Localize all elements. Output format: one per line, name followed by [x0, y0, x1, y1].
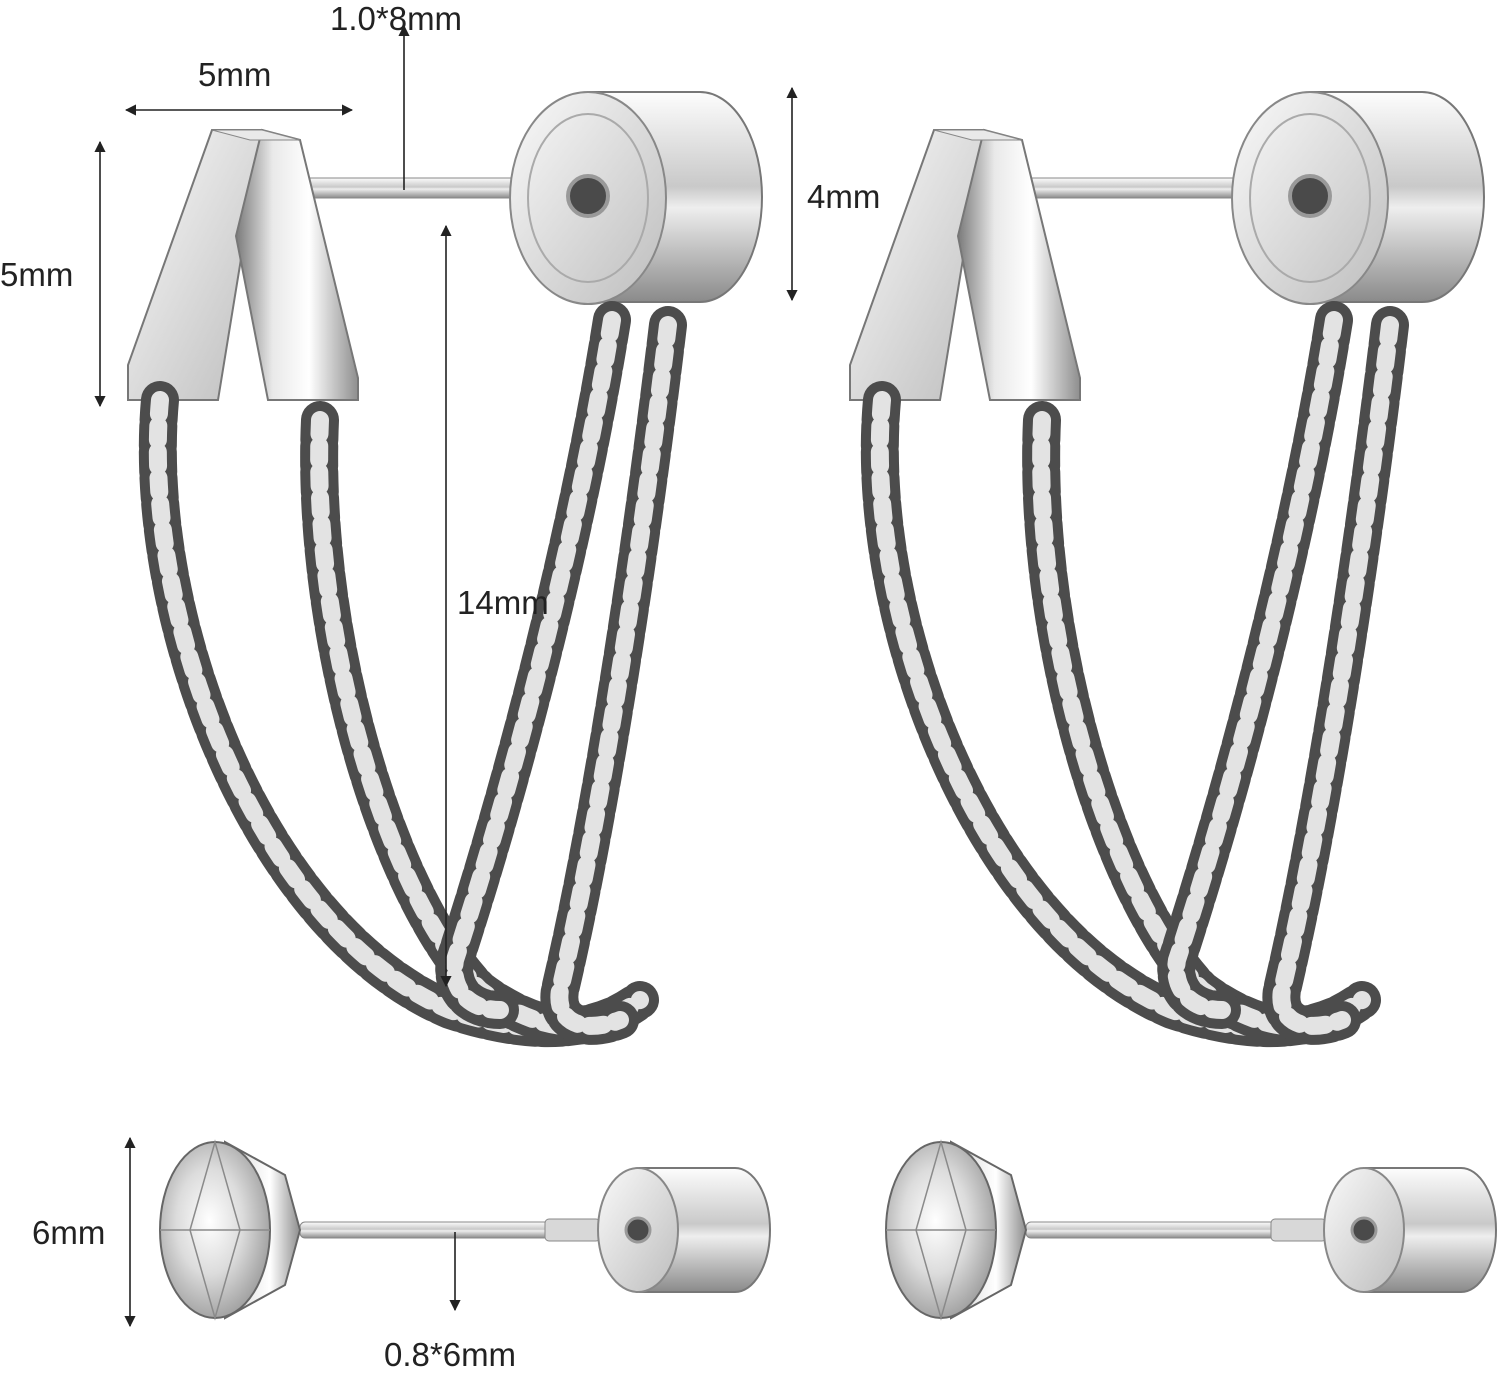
- v-height-dimension-label: 5mm: [0, 256, 74, 293]
- chain-length-dimension-label: 14mm: [457, 584, 549, 621]
- earring-pin: [1021, 177, 1263, 199]
- v-width-dimension-label: 5mm: [198, 56, 272, 93]
- earring-pin: [299, 177, 541, 199]
- back-height-dimension-label: 4mm: [807, 178, 881, 215]
- pin-top-dimension-label: 1.0*8mm: [330, 0, 463, 37]
- stud-earring-left: [159, 1139, 771, 1321]
- stud-earring-right: [885, 1139, 1497, 1321]
- round-cubic-zirconia-icon: [885, 1139, 1028, 1321]
- cylinder-screw-back-icon: [509, 91, 763, 305]
- chain-earring-left: [127, 91, 763, 1048]
- box-chain-icon: [860, 301, 1409, 1048]
- dimension-lines: [94, 24, 798, 1328]
- cylinder-screw-back-icon: [1323, 1167, 1497, 1293]
- stud-pin-dimension-label: 0.8*6mm: [384, 1336, 517, 1373]
- cylinder-screw-back-icon: [1231, 91, 1485, 305]
- v-shaped-bar-icon: [127, 128, 359, 401]
- stud-height-dimension-label: 6mm: [32, 1214, 106, 1251]
- v-shaped-bar-icon: [849, 128, 1081, 401]
- chain-earring-right: [849, 91, 1485, 1048]
- cylinder-screw-back-icon: [597, 1167, 771, 1293]
- box-chain-icon: [138, 301, 687, 1048]
- round-cubic-zirconia-icon: [159, 1139, 302, 1321]
